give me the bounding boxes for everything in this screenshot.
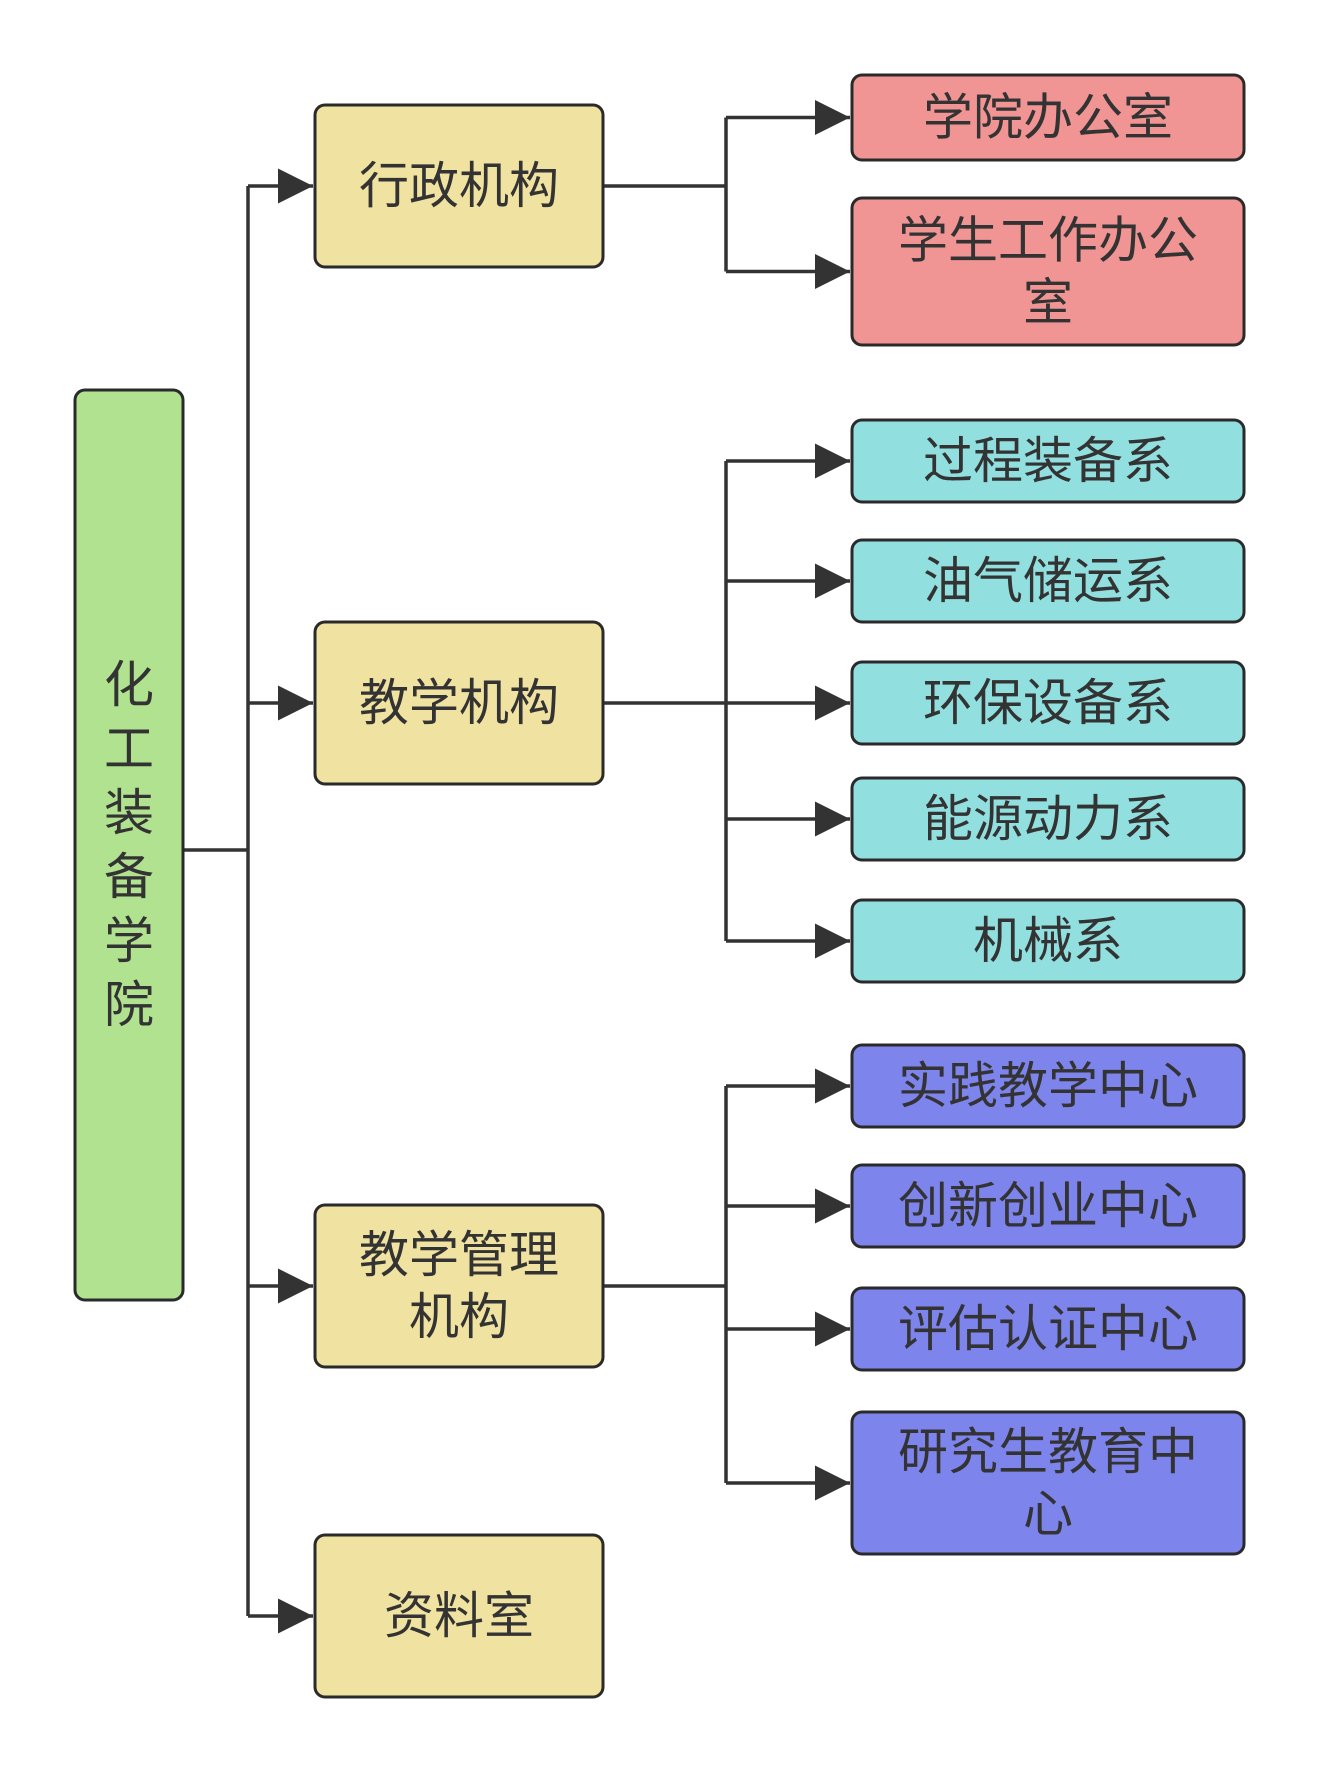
child-3-4-label-1: 研究生教育中 [898, 1423, 1198, 1481]
branch-2: 教学机构 [313, 620, 605, 786]
child-2-3-box [850, 660, 1246, 746]
branch-1-box [313, 103, 605, 269]
branch-1: 行政机构 [313, 103, 605, 269]
child-2-1: 过程装备系 [850, 418, 1246, 504]
child-2-2-label: 油气储运系 [923, 552, 1173, 610]
child-1-2-box [850, 196, 1246, 347]
branch-3-box [313, 1203, 605, 1369]
child-3-3-label: 评估认证中心 [898, 1300, 1198, 1358]
child-1-1: 学院办公室 [850, 73, 1246, 162]
branch-3-label-2: 机构 [409, 1288, 509, 1346]
child-2-5: 机械系 [850, 898, 1246, 984]
child-2-4: 能源动力系 [850, 776, 1246, 862]
child-2-4-label: 能源动力系 [923, 790, 1173, 848]
child-1-2-label-2: 室 [1023, 274, 1073, 332]
child-3-1-label: 实践教学中心 [898, 1057, 1198, 1115]
child-1-1-box [850, 73, 1246, 162]
branch-4: 资料室 [313, 1533, 605, 1699]
branch-1-label: 行政机构 [359, 157, 559, 215]
child-3-2: 创新创业中心 [850, 1163, 1246, 1249]
child-3-3-box [850, 1286, 1246, 1372]
child-1-1-label: 学院办公室 [923, 89, 1173, 147]
branch-3-label-1: 教学管理 [359, 1226, 559, 1284]
child-2-4-box [850, 776, 1246, 862]
child-3-1: 实践教学中心 [850, 1043, 1246, 1129]
branch-2-box [313, 620, 605, 786]
child-2-1-box [850, 418, 1246, 504]
child-3-3: 评估认证中心 [850, 1286, 1246, 1372]
child-3-2-label: 创新创业中心 [898, 1177, 1198, 1235]
root-node: 化工装备学院 [73, 388, 185, 1302]
branch-4-box [313, 1533, 605, 1699]
child-2-2-box [850, 538, 1246, 624]
branch-4-label: 资料室 [384, 1587, 534, 1645]
child-1-2-label-1: 学生工作办公 [898, 212, 1198, 270]
child-3-4-label-2: 心 [1023, 1485, 1073, 1543]
child-3-4-box [850, 1410, 1246, 1556]
root-node-box [73, 388, 185, 1302]
child-2-3-label: 环保设备系 [923, 674, 1173, 732]
branch-2-label: 教学机构 [359, 674, 559, 732]
child-3-2-box [850, 1163, 1246, 1249]
child-2-5-label: 机械系 [973, 912, 1123, 970]
child-3-1-box [850, 1043, 1246, 1129]
child-2-3: 环保设备系 [850, 660, 1246, 746]
child-2-2: 油气储运系 [850, 538, 1246, 624]
connector-lines [183, 100, 850, 1634]
child-2-1-label: 过程装备系 [923, 432, 1173, 490]
root-node-label: 化工装备学院 [104, 656, 154, 1034]
child-2-5-box [850, 898, 1246, 984]
